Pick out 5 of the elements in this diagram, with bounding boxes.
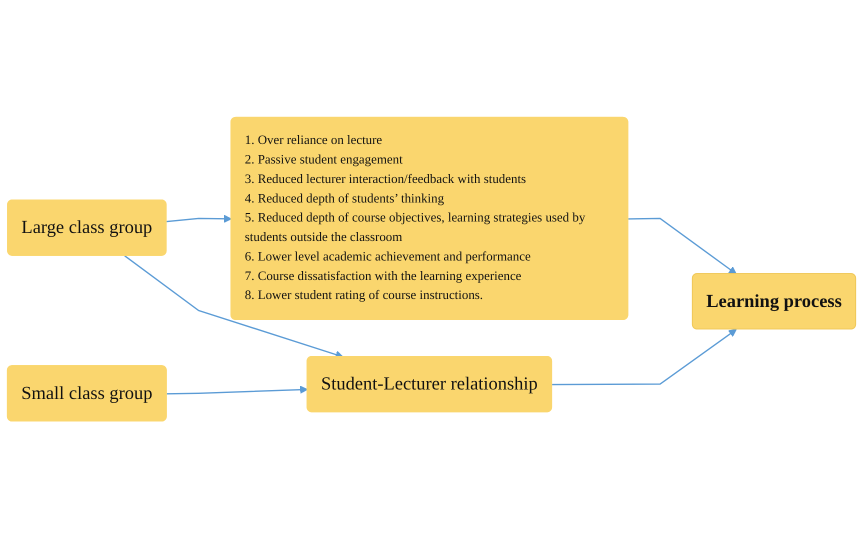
arrow — [552, 329, 737, 386]
arrow — [124, 256, 344, 359]
arrow — [628, 218, 737, 275]
arrow — [166, 215, 232, 224]
arrow — [166, 386, 308, 395]
